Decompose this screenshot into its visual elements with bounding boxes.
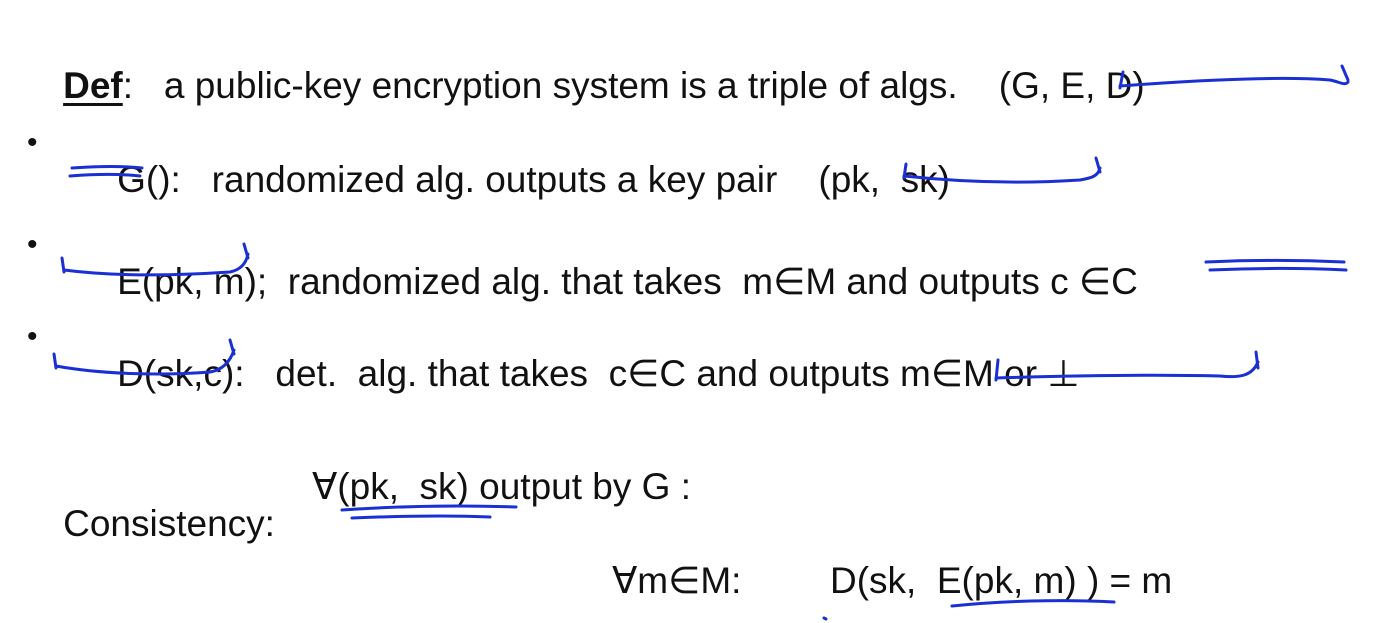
formula-quantifier: ∀m∈M: bbox=[612, 560, 742, 601]
underline-gen-tuple bbox=[1118, 64, 1350, 90]
keygen-name: G(): bbox=[117, 159, 181, 200]
ink-dot bbox=[822, 616, 828, 621]
consistency-label: Consistency: bbox=[63, 503, 275, 544]
consistency-line: Consistency: bbox=[22, 468, 275, 579]
underline-ciphertext-1 bbox=[1204, 259, 1346, 264]
bullet-keygen: G(): randomized alg. outputs a key pair … bbox=[76, 124, 950, 235]
decrypt-text: det. alg. that takes c∈C and outputs m∈M… bbox=[244, 353, 1080, 394]
bullet-icon: • bbox=[27, 228, 38, 261]
definition-text: : a public-key encryption system is a tr… bbox=[122, 65, 1145, 106]
definition-label: Def bbox=[63, 65, 123, 106]
formula-expression: D(sk, E(pk, m) ) = m bbox=[830, 560, 1173, 601]
encrypt-name: E(pk, m); bbox=[117, 261, 268, 302]
decrypt-name: D(sk,c): bbox=[117, 353, 245, 394]
bullet-icon: • bbox=[27, 320, 38, 353]
underline-ciphertext-2 bbox=[1208, 267, 1348, 272]
consistency-condition: ∀(pk, sk) output by G : bbox=[312, 466, 691, 507]
encrypt-text: randomized alg. that takes m∈M and outpu… bbox=[267, 261, 1138, 302]
bullet-decrypt: D(sk,c): det. alg. that takes c∈C and ou… bbox=[76, 318, 1080, 429]
underline-encryption-term bbox=[950, 599, 1116, 608]
keygen-text: randomized alg. outputs a key pair (pk, … bbox=[180, 159, 950, 200]
definition-line: Def: a public-key encryption system is a… bbox=[22, 30, 1145, 141]
bullet-icon: • bbox=[27, 126, 38, 159]
underline-keypair-consistency-2 bbox=[350, 514, 492, 520]
